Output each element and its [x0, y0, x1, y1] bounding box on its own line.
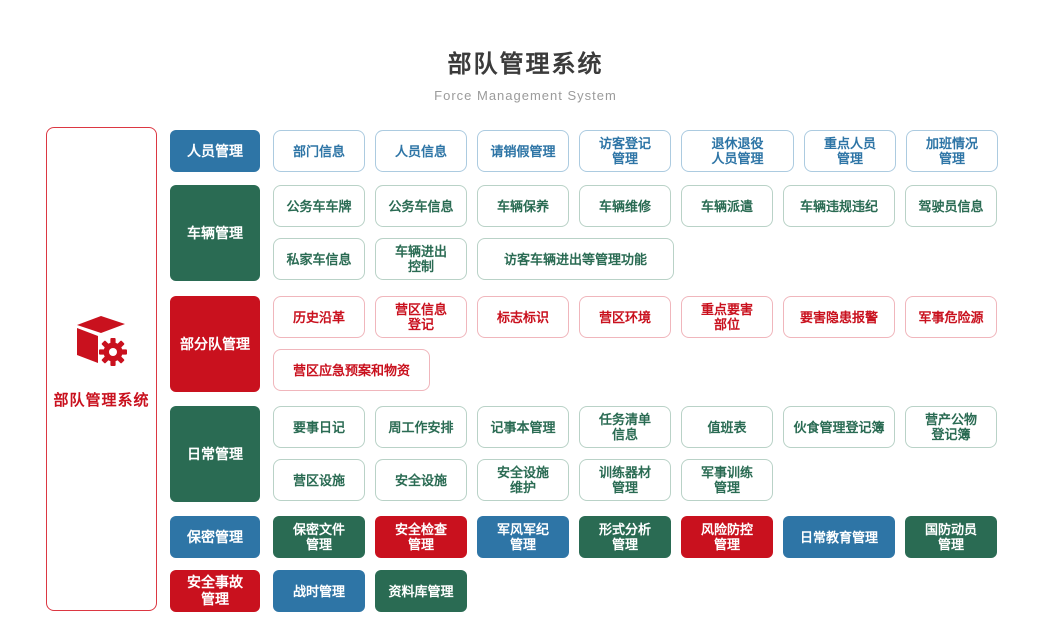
feature-box: 访客登记 管理 — [579, 130, 671, 172]
feature-box: 历史沿革 — [273, 296, 365, 338]
feature-box: 营区环境 — [579, 296, 671, 338]
module-tile: 资料库管理 — [375, 570, 467, 612]
tile-safety-accident-management: 安全事故 管理 — [170, 570, 260, 612]
category-daily-management: 日常管理 — [170, 406, 260, 502]
feature-box: 车辆进出 控制 — [375, 238, 467, 280]
module-tile: 战时管理 — [273, 570, 365, 612]
feature-box: 车辆保养 — [477, 185, 569, 227]
row-safety-accident: 安全事故 管理 战时管理 资料库管理 — [170, 570, 467, 612]
page-subtitle: Force Management System — [434, 88, 617, 103]
module-tile: 形式分析 管理 — [579, 516, 671, 558]
feature-box: 军事危险源 — [905, 296, 997, 338]
feature-box: 营产公物 登记簿 — [905, 406, 997, 448]
feature-box: 记事本管理 — [477, 406, 569, 448]
feature-box: 车辆维修 — [579, 185, 671, 227]
row-vehicle: 车辆管理 公务车车牌 公务车信息 车辆保养 车辆维修 车辆派遣 车辆违规违纪 驾… — [170, 185, 997, 281]
feature-box: 营区设施 — [273, 459, 365, 501]
tile-confidentiality-management: 保密管理 — [170, 516, 260, 558]
feature-box: 私家车信息 — [273, 238, 365, 280]
row-daily: 日常管理 要事日记 周工作安排 记事本管理 任务清单 信息 值班表 伙食管理登记… — [170, 406, 997, 502]
feature-box: 要害隐患报警 — [783, 296, 895, 338]
module-tile: 安全检查 管理 — [375, 516, 467, 558]
feature-box: 公务车信息 — [375, 185, 467, 227]
feature-box: 值班表 — [681, 406, 773, 448]
feature-box: 要事日记 — [273, 406, 365, 448]
module-tile: 风险防控 管理 — [681, 516, 773, 558]
feature-box: 安全设施 维护 — [477, 459, 569, 501]
feature-box: 人员信息 — [375, 130, 467, 172]
system-panel-content: 部队管理系统 — [53, 314, 149, 410]
feature-box: 周工作安排 — [375, 406, 467, 448]
page-header: 部队管理系统 Force Management System — [0, 44, 1051, 103]
cube-gear-icon — [69, 314, 133, 377]
feature-box: 退休退役 人员管理 — [681, 130, 794, 172]
row-confidentiality: 保密管理 保密文件 管理 安全检查 管理 军风军纪 管理 形式分析 管理 风险防… — [170, 516, 997, 558]
feature-box: 伙食管理登记簿 — [783, 406, 895, 448]
module-tile: 保密文件 管理 — [273, 516, 365, 558]
feature-box: 营区应急预案和物资 — [273, 349, 430, 391]
feature-box: 任务清单 信息 — [579, 406, 671, 448]
feature-box: 部门信息 — [273, 130, 365, 172]
feature-box: 重点要害 部位 — [681, 296, 773, 338]
module-tile: 军风军纪 管理 — [477, 516, 569, 558]
feature-box: 车辆派遣 — [681, 185, 773, 227]
category-personnel-management: 人员管理 — [170, 130, 260, 172]
feature-box: 营区信息 登记 — [375, 296, 467, 338]
category-subunit-management: 部分队管理 — [170, 296, 260, 392]
module-tile: 国防动员 管理 — [905, 516, 997, 558]
module-tile: 日常教育管理 — [783, 516, 895, 558]
row-subunit: 部分队管理 历史沿革 营区信息 登记 标志标识 营区环境 重点要害 部位 要害隐… — [170, 296, 997, 392]
feature-box: 军事训练 管理 — [681, 459, 773, 501]
feature-box: 加班情况 管理 — [906, 130, 998, 172]
system-panel: 部队管理系统 — [46, 127, 157, 611]
feature-box: 车辆违规违纪 — [783, 185, 895, 227]
feature-box: 标志标识 — [477, 296, 569, 338]
feature-box: 访客车辆进出等管理功能 — [477, 238, 674, 280]
system-panel-label: 部队管理系统 — [53, 392, 150, 409]
feature-box: 安全设施 — [375, 459, 467, 501]
feature-box: 驾驶员信息 — [905, 185, 997, 227]
feature-box: 重点人员 管理 — [804, 130, 896, 172]
row-personnel: 人员管理 部门信息 人员信息 请销假管理 访客登记 管理 退休退役 人员管理 重… — [170, 130, 998, 172]
page-title: 部队管理系统 — [447, 51, 604, 78]
feature-box: 公务车车牌 — [273, 185, 365, 227]
feature-box: 请销假管理 — [477, 130, 569, 172]
category-vehicle-management: 车辆管理 — [170, 185, 260, 281]
feature-box: 训练器材 管理 — [579, 459, 671, 501]
